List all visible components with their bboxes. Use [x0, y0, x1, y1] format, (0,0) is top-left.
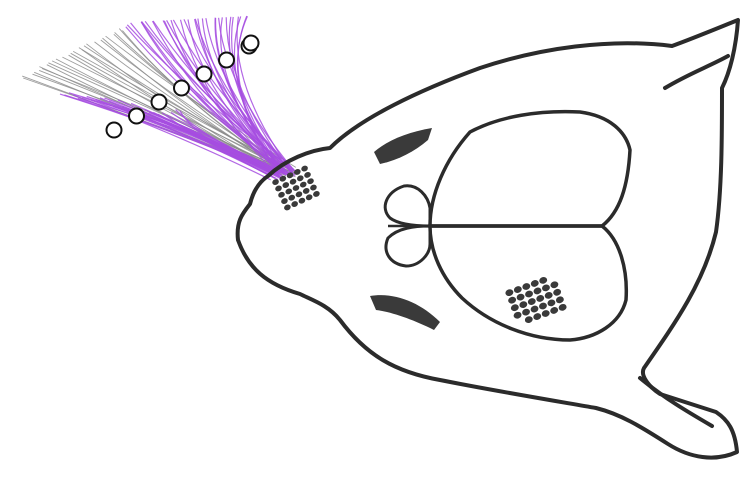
follicle-dot: [302, 187, 311, 195]
follicle-dot: [274, 184, 283, 192]
cortex-barrel: [527, 297, 537, 306]
follicle-dot: [287, 194, 296, 202]
cortex-barrel: [532, 312, 542, 321]
cortex-barrel: [510, 303, 520, 312]
cortex-barrel: [541, 283, 551, 292]
bottom-ear-line: [640, 378, 712, 426]
cortex-barrel: [513, 285, 523, 294]
row-marker-circle: [152, 95, 167, 110]
cortex-barrel: [504, 288, 514, 297]
barrel-cluster: [504, 273, 567, 327]
cortex-barrel: [516, 293, 526, 302]
follicle-dot: [300, 165, 309, 173]
cortex-barrel: [535, 294, 545, 303]
row-marker-circle: [197, 67, 212, 82]
row-marker-circle: [129, 109, 144, 124]
cortex-barrel: [558, 303, 568, 312]
row-marker-circle: [244, 36, 259, 51]
follicle-dot: [309, 184, 318, 192]
follicle-dot: [277, 191, 286, 199]
head-outline: [238, 20, 738, 458]
cortex-barrel: [530, 305, 540, 314]
eye-top: [374, 128, 432, 164]
cortex-barrel: [507, 296, 517, 305]
cortex-barrel: [547, 298, 557, 307]
follicle-dot: [312, 190, 321, 198]
cortex-barrel: [513, 311, 523, 320]
follicle-dot: [283, 203, 292, 211]
olfactory-bulb-bottom: [386, 226, 430, 266]
cortex-barrel: [552, 288, 562, 297]
cortex-barrel: [524, 315, 534, 324]
follicle-dot: [306, 177, 315, 185]
follicle-dot: [280, 197, 289, 205]
cortex-barrel-grid: [504, 273, 567, 327]
follicle-dot: [290, 200, 299, 208]
cortex-barrel: [549, 306, 559, 315]
eye-bottom: [370, 295, 440, 330]
cortex-barrel: [538, 302, 548, 311]
cortex-barrel: [533, 286, 543, 295]
row-marker-circle: [107, 123, 122, 138]
cortex-barrel: [521, 308, 531, 317]
follicle-dot: [305, 193, 314, 201]
olfactory-bulb-top: [385, 186, 430, 226]
cortex-barrel: [544, 291, 554, 300]
cortex-barrel: [541, 309, 551, 318]
follicle-dot: [296, 174, 305, 182]
follicle-dot: [298, 197, 307, 205]
cortex-barrel: [521, 282, 531, 291]
cortex-barrel: [530, 279, 540, 288]
follicle-dot: [299, 181, 308, 189]
follicle-dot: [289, 178, 298, 186]
cortex-barrel: [538, 276, 548, 285]
row-marker-circle: [219, 53, 234, 68]
cortex-barrel: [550, 280, 560, 289]
follicle-dot: [282, 181, 291, 189]
follicle-dot: [303, 171, 312, 179]
cortex-barrel: [555, 295, 565, 304]
cortex-barrel: [524, 290, 534, 299]
follicle-dot: [295, 190, 304, 198]
follicle-dot: [292, 184, 301, 192]
cortex-barrel: [518, 300, 528, 309]
row-marker-circle: [174, 81, 189, 96]
cortex-hemisphere-left: [430, 112, 630, 226]
top-ear-line: [665, 56, 728, 88]
follicle-dot: [284, 187, 293, 195]
follicle-dot: [271, 178, 280, 186]
